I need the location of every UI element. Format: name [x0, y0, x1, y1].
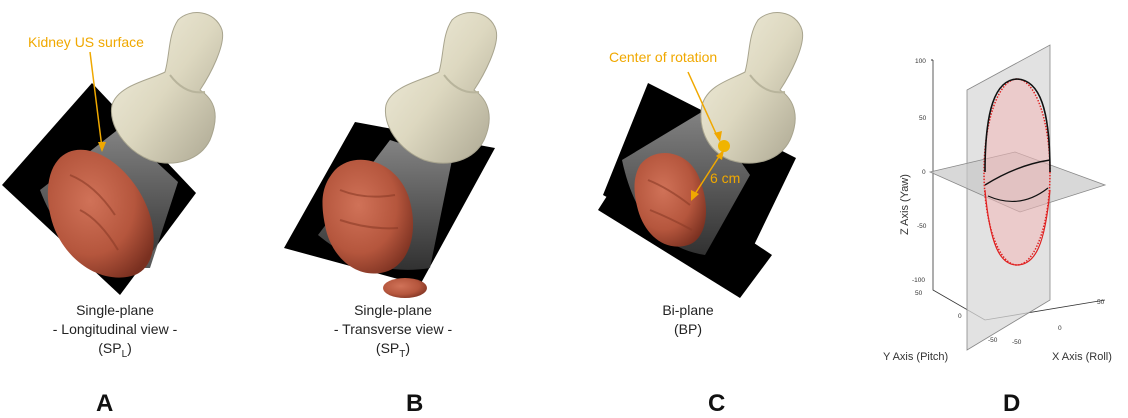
center-of-rotation-label: Center of rotation	[609, 49, 717, 65]
x-tick: 0	[1058, 325, 1062, 332]
kidney-surface-label: Kidney US surface	[28, 34, 144, 50]
panel-letter-a: A	[96, 390, 113, 418]
panel-letter-d: D	[1003, 390, 1020, 418]
caption-line: - Longitudinal view -	[40, 320, 190, 339]
z-tick: 100	[915, 58, 926, 65]
z-tick: 0	[922, 169, 926, 176]
z-ticks: 100 50 0 -50 -100	[912, 58, 927, 284]
panel-a-illustration: Kidney US surface	[2, 13, 223, 295]
us-probe	[701, 13, 803, 163]
panel-letter-b: B	[406, 390, 423, 418]
caption-abbr: (SPL)	[40, 339, 190, 364]
z-axis-label: Z Axis (Yaw)	[899, 174, 911, 235]
panel-letter-c: C	[708, 390, 725, 418]
panel-d-plot: 100 50 0 -50 -100 50 0 -50 -50 0 50 Z Ax…	[883, 45, 1112, 363]
caption-line: Single-plane	[40, 301, 190, 320]
us-probe	[385, 13, 496, 163]
y-tick: 0	[958, 313, 962, 320]
caption-line: - Transverse view -	[318, 320, 468, 339]
center-of-rotation-marker	[718, 140, 730, 152]
caption-b: Single-plane - Transverse view - (SPT)	[318, 301, 468, 364]
kidney-point-cloud	[984, 79, 1050, 265]
x-axis-label: X Axis (Roll)	[1052, 351, 1112, 363]
x-tick: 50	[1097, 299, 1105, 306]
y-tick: 50	[915, 290, 923, 297]
caption-abbr: (BP)	[628, 320, 748, 339]
caption-a: Single-plane - Longitudinal view - (SPL)	[40, 301, 190, 364]
y-tick: -50	[988, 337, 998, 344]
caption-c: Bi-plane (BP)	[628, 301, 748, 339]
y-axis-label: Y Axis (Pitch)	[883, 351, 948, 363]
z-tick: -100	[912, 277, 925, 284]
z-tick: -50	[917, 223, 927, 230]
caption-line: Bi-plane	[628, 301, 748, 320]
caption-abbr: (SPT)	[318, 339, 468, 364]
panel-c-illustration: Center of rotation 6 cm	[598, 13, 803, 298]
distance-label: 6 cm	[710, 170, 740, 186]
caption-line: Single-plane	[318, 301, 468, 320]
x-tick: -50	[1012, 339, 1022, 346]
panel-b-illustration	[284, 13, 497, 298]
z-tick: 50	[919, 115, 927, 122]
